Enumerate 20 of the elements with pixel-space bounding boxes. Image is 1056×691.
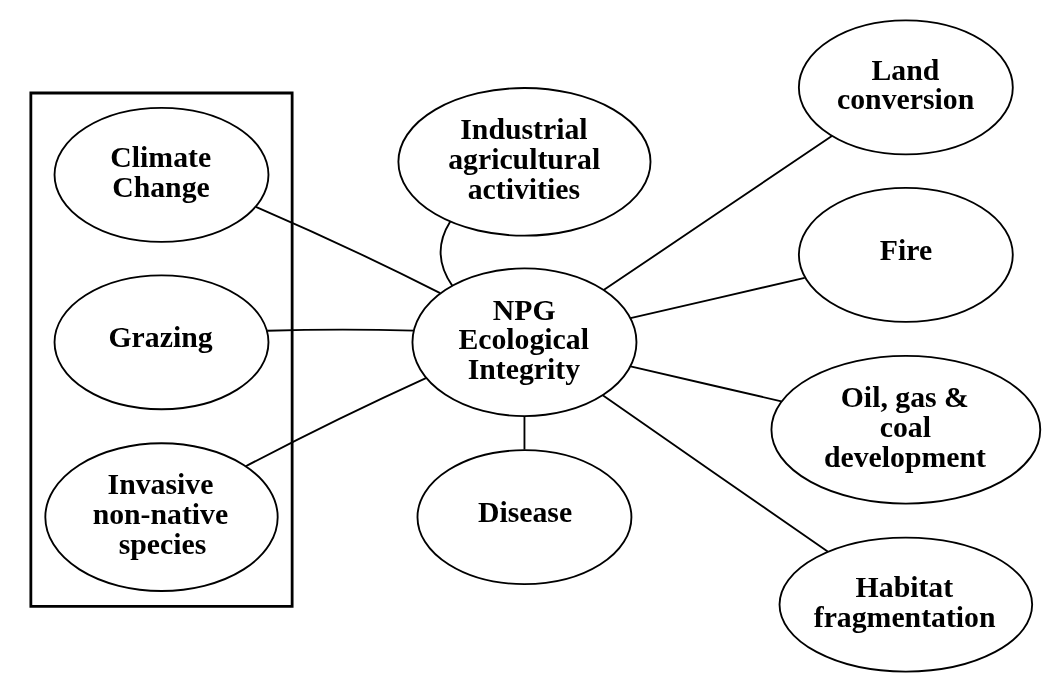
node-ellipse: Habitat fragmentation [778,536,1034,672]
node-ellipse: Industrial agricultural activities [397,86,652,237]
node-ellipse: Disease [416,448,633,585]
connector [629,365,783,402]
connector [601,393,829,552]
connector [244,376,427,467]
connector [629,276,806,319]
node-ellipse: Oil, gas & coal development [770,354,1042,504]
connector [254,205,442,294]
node-ellipse: Land conversion [797,19,1014,155]
node-ellipse: Climate Change [53,106,270,243]
connector [266,328,415,332]
connector [602,134,833,291]
node-ellipse: Grazing [53,273,270,410]
node-ellipse: NPG Ecological Integrity [411,267,638,417]
connector [523,414,526,450]
node-ellipse: Fire [797,186,1014,323]
connector [439,220,454,287]
cluster [29,91,294,608]
node-ellipse: Invasive non-native species [44,441,279,592]
